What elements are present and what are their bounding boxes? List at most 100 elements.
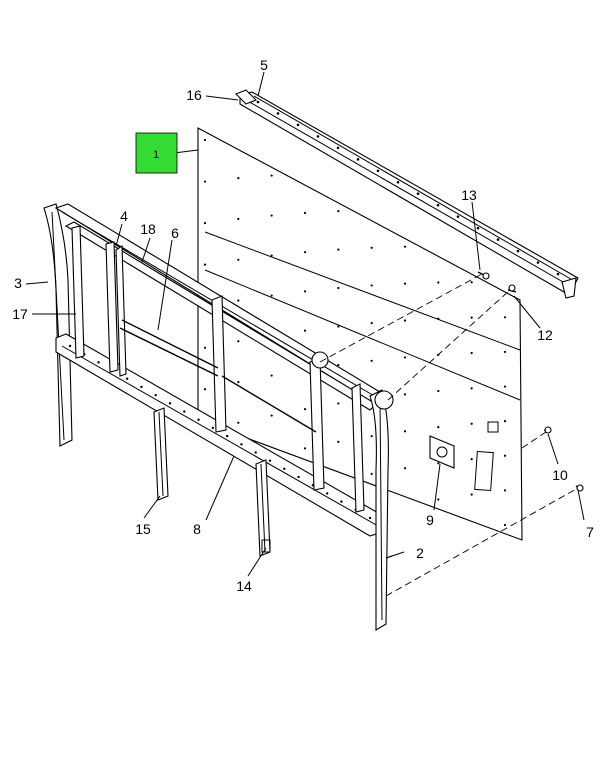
callout-1-highlight: [135, 132, 178, 174]
rivet-hole: [337, 363, 340, 367]
callout-14: 14: [236, 578, 252, 594]
callout-2: 2: [416, 545, 424, 561]
callout-10: 10: [552, 467, 568, 483]
rivet-hole: [456, 215, 460, 218]
rivet-hole: [276, 112, 280, 115]
bolt-10: [543, 426, 552, 434]
back-panel: [197, 127, 523, 541]
access-plate: [429, 435, 455, 469]
rivet-hole: [403, 282, 407, 285]
rivet-hole: [203, 221, 207, 225]
rivet-hole: [370, 435, 373, 438]
rivet-hole: [183, 410, 186, 413]
callout-12: 12: [537, 327, 553, 343]
rivet-hole: [370, 246, 373, 249]
rivet-hole: [303, 447, 307, 450]
rivet-hole: [168, 402, 172, 405]
rivet-hole: [376, 169, 380, 173]
rivet-hole: [416, 192, 420, 196]
rivet-hole: [303, 211, 307, 215]
front-frame: [43, 203, 394, 631]
rivet-hole: [270, 414, 273, 417]
rivet-hole: [503, 454, 507, 457]
rivet-hole: [203, 138, 207, 142]
rivet-hole: [503, 385, 507, 388]
rivet-hole: [470, 493, 473, 496]
rivet-hole: [325, 492, 329, 495]
rivet-hole: [203, 263, 207, 266]
rivet-hole: [303, 329, 307, 332]
rivet-hole: [470, 387, 473, 390]
bolt-13: [477, 271, 490, 280]
callout-18: 18: [140, 221, 156, 237]
rivet-hole: [337, 440, 340, 443]
rivet-hole: [403, 467, 407, 470]
rivet-hole: [503, 420, 507, 423]
rivet-hole: [211, 426, 215, 430]
rivet-hole: [470, 422, 473, 425]
rivet-hole: [516, 249, 520, 253]
rivet-hole: [337, 325, 340, 328]
callout-1: 1: [153, 149, 159, 161]
rivet-hole: [470, 316, 473, 319]
rivet-hole: [437, 317, 440, 320]
rivet-hole: [436, 203, 440, 207]
rivet-hole: [556, 272, 560, 276]
callout-13: 13: [461, 187, 477, 203]
top-rail: [235, 89, 579, 299]
rivet-hole: [203, 346, 207, 349]
rivet-hole: [470, 281, 473, 284]
callout-15: 15: [135, 521, 151, 537]
rivet-hole: [370, 322, 373, 325]
rivet-hole: [437, 462, 440, 465]
callout-7: 7: [586, 524, 594, 540]
rivet-hole: [370, 472, 373, 475]
rivet-hole: [270, 174, 273, 177]
rivet-hole: [140, 385, 143, 389]
rivet-hole: [337, 210, 340, 213]
rivet-hole: [237, 299, 240, 302]
rivet-hole: [437, 281, 440, 284]
callout-5: 5: [260, 57, 268, 73]
rivet-hole: [237, 380, 240, 384]
rivet-hole: [237, 421, 240, 424]
callout-3: 3: [14, 275, 22, 291]
rivet-hole: [503, 350, 507, 354]
rivet-hole: [270, 294, 273, 297]
rivet-hole: [403, 356, 407, 359]
rivet-hole: [268, 459, 272, 462]
callout-4: 4: [120, 208, 128, 224]
leader-lines: [25, 71, 585, 577]
callout-8: 8: [193, 521, 201, 537]
callout-17: 17: [12, 306, 28, 322]
bolt-12: [507, 284, 517, 293]
rivet-hole: [403, 430, 407, 433]
rivet-hole: [396, 180, 400, 184]
rivet-hole: [203, 388, 207, 391]
rivet-hole: [237, 217, 240, 221]
rivet-hole: [496, 238, 500, 241]
rivet-hole: [297, 475, 300, 479]
rivet-hole: [370, 359, 373, 362]
rivet-hole: [296, 123, 300, 127]
rivet-hole: [270, 374, 273, 377]
rivet-hole: [337, 248, 340, 251]
rivet-hole: [203, 180, 207, 183]
rivet-hole: [237, 340, 240, 343]
rivet-hole: [503, 523, 507, 527]
rivet-hole: [356, 158, 360, 161]
rivet-hole: [476, 226, 480, 230]
panel-square-cutout: [487, 421, 499, 433]
rivet-hole: [270, 254, 273, 257]
callout-6: 6: [171, 225, 179, 241]
rivet-hole: [303, 408, 307, 411]
rivet-hole: [197, 418, 200, 421]
rivet-hole: [370, 284, 373, 287]
rivet-hole: [437, 389, 440, 393]
rivet-hole: [254, 451, 257, 454]
rivet-hole: [503, 316, 507, 319]
rivet-hole: [403, 245, 407, 248]
rivet-hole: [337, 286, 340, 290]
rivet-hole: [403, 393, 407, 396]
